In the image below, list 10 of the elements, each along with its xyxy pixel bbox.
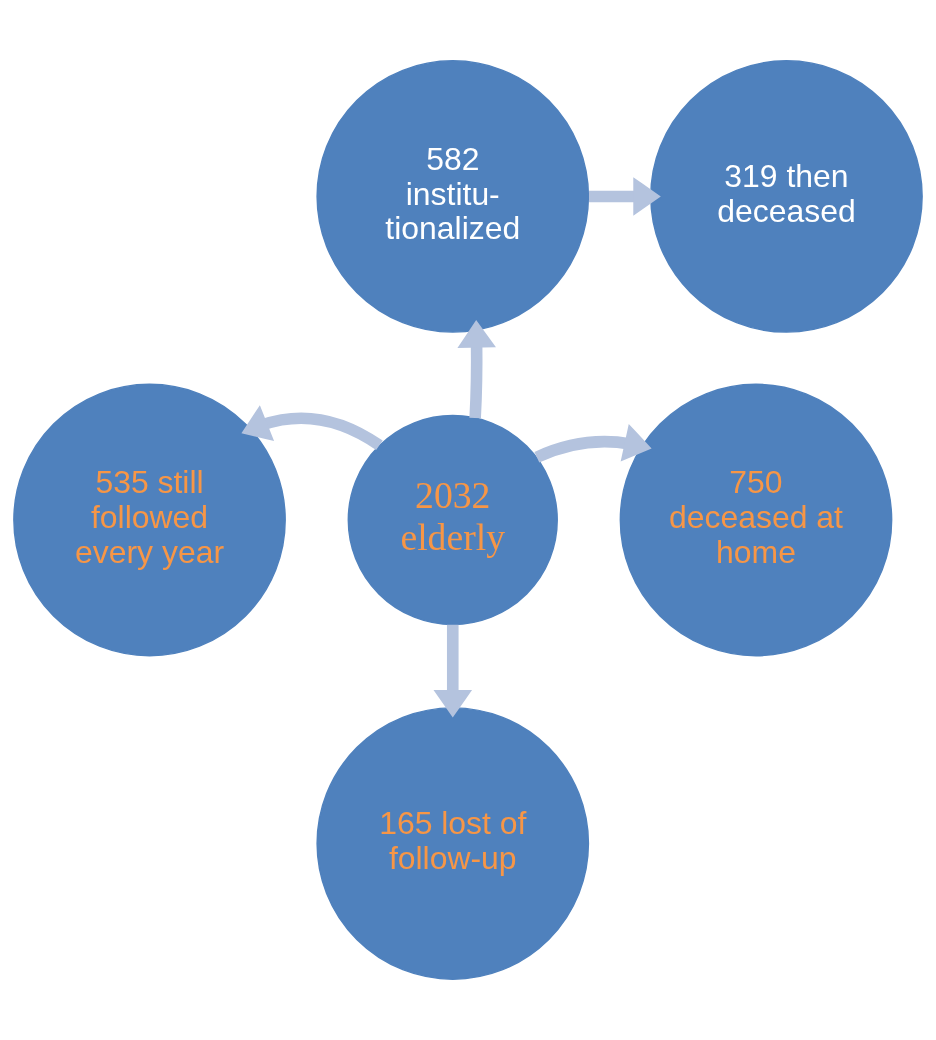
- node-circle: 165 lost of follow-up: [316, 707, 590, 980]
- arrow: [589, 177, 661, 216]
- arrow: [534, 423, 652, 463]
- arrow: [241, 405, 383, 451]
- node-circle: 2032 elderly: [347, 414, 558, 626]
- node-circle: 535 still followed every year: [13, 383, 286, 657]
- node-circle: 319 then deceased: [650, 60, 923, 333]
- arrow: [457, 320, 496, 419]
- arrow: [433, 624, 473, 718]
- node-circle: 582 institu- tionalized: [316, 60, 590, 333]
